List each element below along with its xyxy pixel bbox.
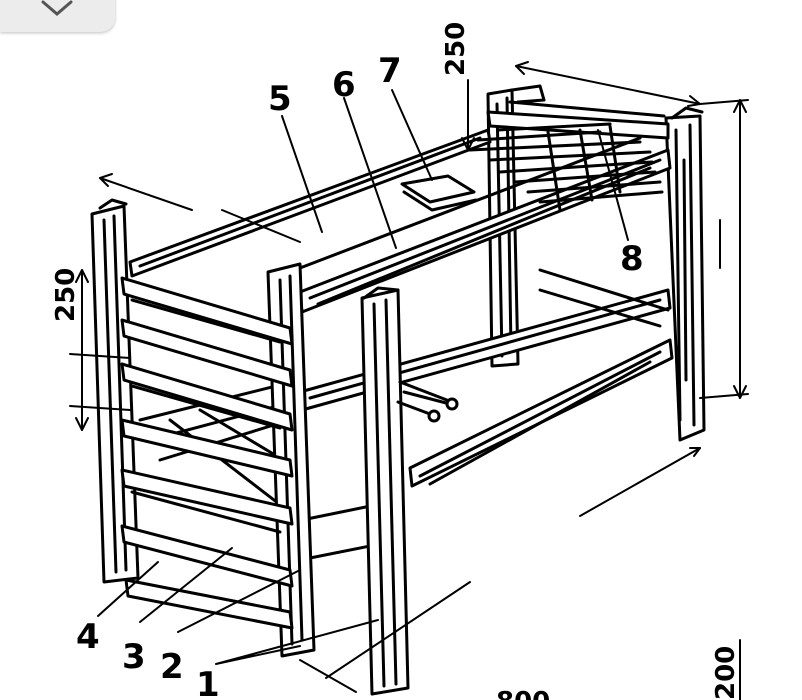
callout-2: 2 [160,647,184,687]
callout-4: 4 [76,617,100,657]
ladder-end-frame [90,198,316,658]
callout-5: 5 [268,79,292,119]
dimension-lines [69,61,749,700]
dimension-bottom: 800 [496,687,550,700]
dimension-left: 250 [51,268,81,322]
front-corner-post [360,286,459,696]
close-icon [41,0,73,16]
close-button[interactable] [0,0,115,32]
back-right-post [664,106,706,442]
callout-3: 3 [122,637,146,677]
leader-lines [97,89,629,665]
callout-1: 1 [196,665,220,700]
dimension-bottom-right: 200 [711,646,741,700]
upper-bunk-frame [128,100,672,314]
callout-8: 8 [620,239,644,279]
callout-7: 7 [378,51,402,91]
callout-6: 6 [332,65,356,105]
dimension-top: 250 [441,22,471,76]
